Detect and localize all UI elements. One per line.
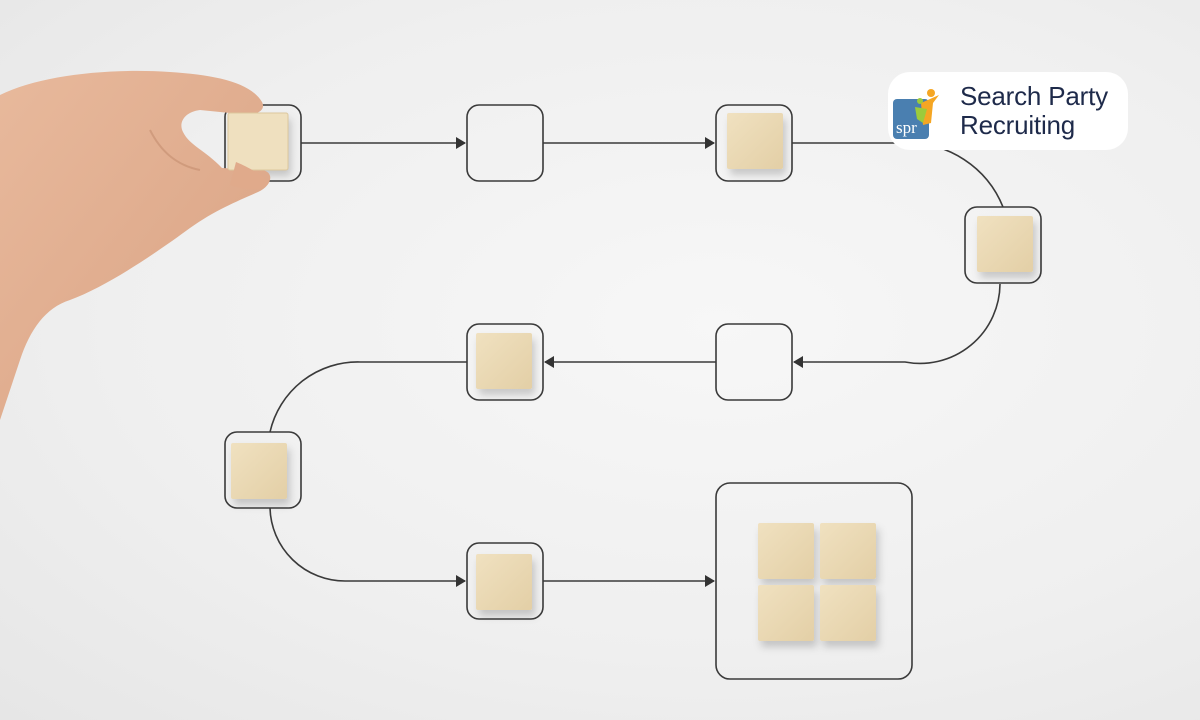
block-6 xyxy=(476,333,532,389)
block-7 xyxy=(231,443,287,499)
node-frame-final xyxy=(715,482,913,680)
logo-line-2: Recruiting xyxy=(960,110,1076,140)
node-frame-8 xyxy=(466,542,544,620)
node-frame-3 xyxy=(715,104,793,182)
node-frame-6 xyxy=(466,323,544,401)
logo-wordmark: Search Party Recruiting xyxy=(960,82,1108,140)
svg-text:spr: spr xyxy=(896,118,917,137)
company-logo: spr Search Party Recruiting xyxy=(888,72,1128,150)
logo-line-1: Search Party xyxy=(960,81,1108,111)
node-frame-4 xyxy=(964,206,1042,284)
connector-lines xyxy=(269,137,1004,587)
block-8 xyxy=(476,554,532,610)
final-block-tl xyxy=(758,523,814,579)
hand-holding-block xyxy=(0,70,271,420)
block-3 xyxy=(727,113,783,169)
final-block-bl xyxy=(758,585,814,641)
final-block-tr xyxy=(820,523,876,579)
spr-logo-mark-icon: spr xyxy=(893,89,939,139)
block-4 xyxy=(977,216,1033,272)
node-frame-5 xyxy=(715,323,793,401)
node-frames xyxy=(224,104,1042,680)
node-frame-7 xyxy=(224,431,302,509)
final-block-br xyxy=(820,585,876,641)
node-frame-2 xyxy=(466,104,544,182)
